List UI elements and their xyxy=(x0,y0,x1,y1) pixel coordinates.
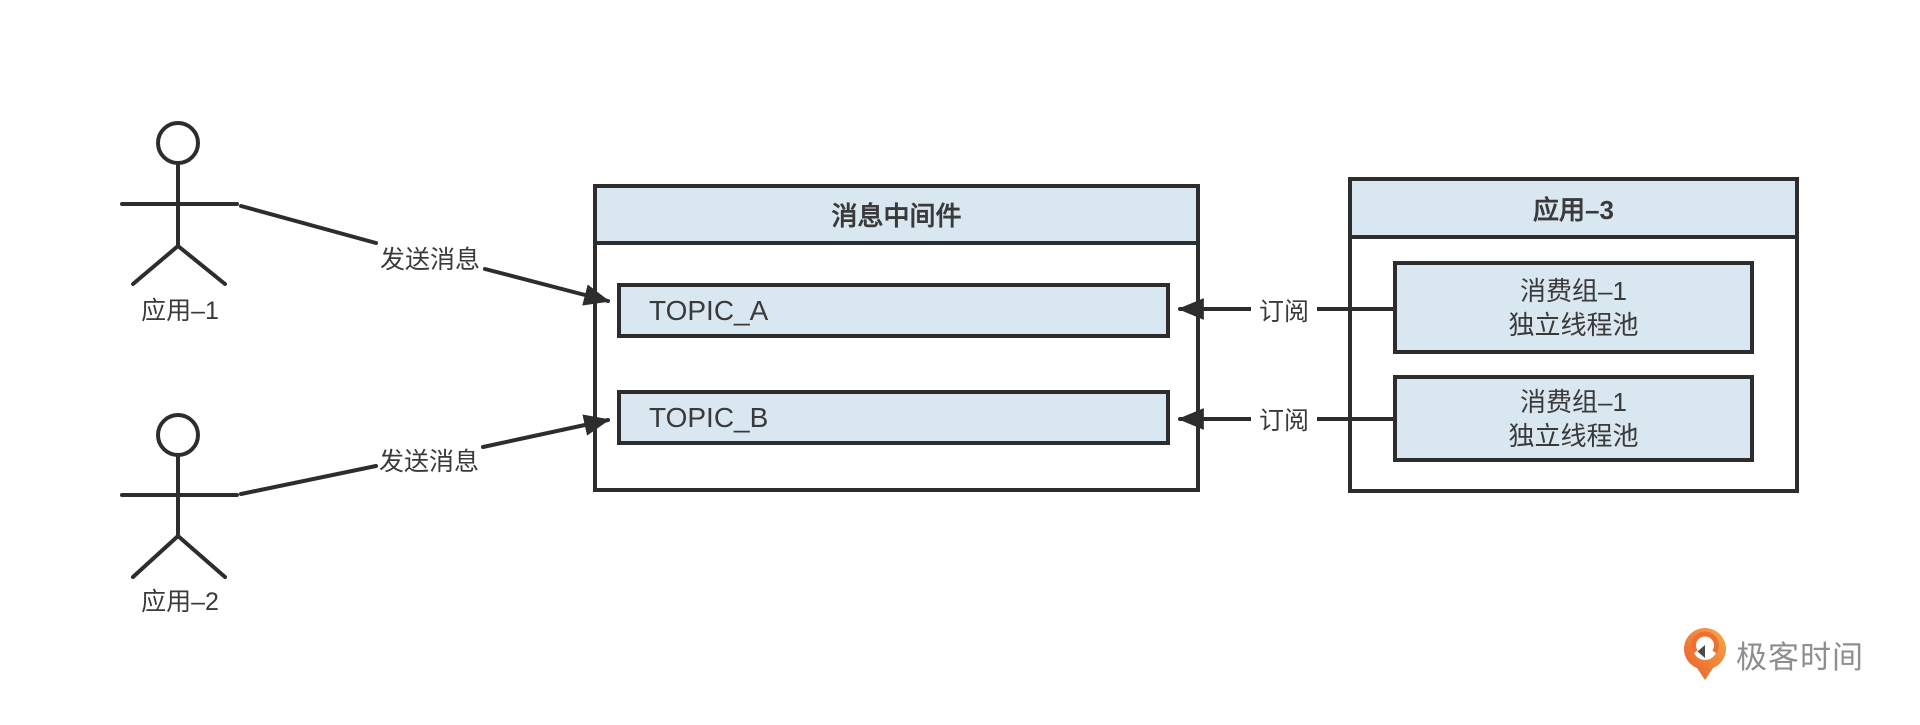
topic-a-box: TOPIC_A xyxy=(617,283,1170,338)
middleware-box: 消息中间件 TOPIC_A TOPIC_B xyxy=(593,184,1200,492)
subscribe-label-1: 订阅 xyxy=(1250,292,1318,328)
actor-app2-figure xyxy=(120,413,239,579)
actor-app2-label: 应用–2 xyxy=(141,588,219,616)
consumer-group-1-name: 消费组–1 xyxy=(1520,275,1627,306)
topic-b-label: TOPIC_B xyxy=(649,401,769,433)
topic-b-box: TOPIC_B xyxy=(617,390,1170,445)
actor-app1-label: 应用–1 xyxy=(141,297,219,325)
app3-header: 应用–3 xyxy=(1352,181,1795,239)
consumer-group-2-name: 消费组–1 xyxy=(1520,386,1627,417)
geektime-logo-icon xyxy=(1684,628,1726,680)
consumer-group-box-2: 消费组–1 独立线程池 xyxy=(1393,375,1754,462)
consumer-group-1-threadpool: 独立线程池 xyxy=(1508,309,1639,340)
actor-app1-head xyxy=(156,121,200,165)
send-message-label-2: 发送消息 xyxy=(378,448,480,476)
middleware-title: 消息中间件 xyxy=(831,201,962,231)
middleware-header: 消息中间件 xyxy=(597,188,1196,245)
app3-title: 应用–3 xyxy=(1533,194,1614,225)
consumer-group-box-1: 消费组–1 独立线程池 xyxy=(1393,261,1754,354)
subscribe-label-2: 订阅 xyxy=(1250,401,1318,437)
consumer-group-2-threadpool: 独立线程池 xyxy=(1508,420,1639,451)
send-message-label-1: 发送消息 xyxy=(379,246,481,274)
geektime-logo: 极客时间 xyxy=(1683,627,1864,681)
actor-app1-figure xyxy=(120,121,239,286)
topic-a-label: TOPIC_A xyxy=(649,294,769,326)
actor-app2-head xyxy=(156,413,200,457)
app3-box: 应用–3 消费组–1 独立线程池 消费组–1 独立线程池 xyxy=(1348,177,1799,493)
geektime-logo-text: 极客时间 xyxy=(1736,639,1864,675)
